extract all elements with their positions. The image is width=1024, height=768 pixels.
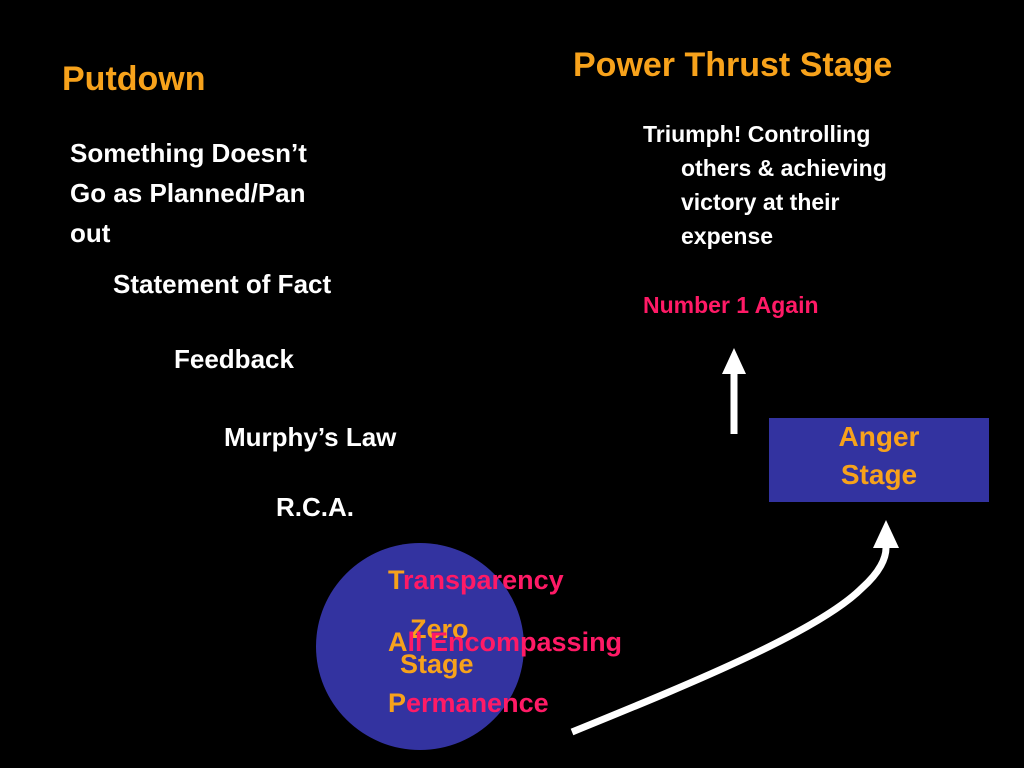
term-permanence: Permanence <box>388 688 549 719</box>
number-one-again: Number 1 Again <box>643 292 819 318</box>
term-initial: T <box>388 565 404 595</box>
zero-stage-label: Zero <box>410 608 469 650</box>
description-line: others & achieving <box>681 155 887 181</box>
zero-stage-label-2: Stage <box>400 649 474 679</box>
power-thrust-description: Triumph! Controlling others & achieving … <box>643 117 887 253</box>
step-feedback: Feedback <box>174 344 294 374</box>
description-line: victory at their <box>681 189 840 215</box>
term-transparency: Transparency <box>388 565 564 596</box>
description-line: Triumph! Controlling <box>643 121 871 147</box>
term-initial: P <box>388 688 407 718</box>
step-murphys-law: Murphy’s Law <box>224 422 397 452</box>
zero-stage-line: Stage <box>400 649 474 679</box>
term-rest: ransparency <box>403 565 564 595</box>
power-thrust-title: Power Thrust Stage <box>573 46 893 84</box>
description-line: expense <box>681 223 774 249</box>
anger-stage-line: Anger <box>838 421 920 452</box>
anger-stage-box: Anger Stage <box>769 418 989 502</box>
anger-stage-line: Stage <box>840 459 918 490</box>
term-rest: ermanence <box>406 688 549 718</box>
zero-stage-ellipse <box>316 543 524 750</box>
term-all-encompassing: All Encompassing <box>388 627 622 658</box>
zero-stage-line: Zero <box>410 614 469 644</box>
putdown-title: Putdown <box>62 60 206 98</box>
step-statement-of-fact: Statement of Fact <box>113 269 332 299</box>
subtitle-line: Something Doesn’t <box>70 138 307 168</box>
subtitle-line: Go as Planned/Pan <box>70 178 306 208</box>
term-rest: ll Encompassing <box>407 627 623 657</box>
subtitle-line: out <box>70 218 111 248</box>
term-initial: A <box>388 627 408 657</box>
curved-arrow-icon <box>570 520 899 736</box>
step-rca: R.C.A. <box>276 492 354 522</box>
putdown-subtitle: Something Doesn’t Go as Planned/Pan out <box>70 133 307 253</box>
up-arrow-icon <box>722 348 746 434</box>
